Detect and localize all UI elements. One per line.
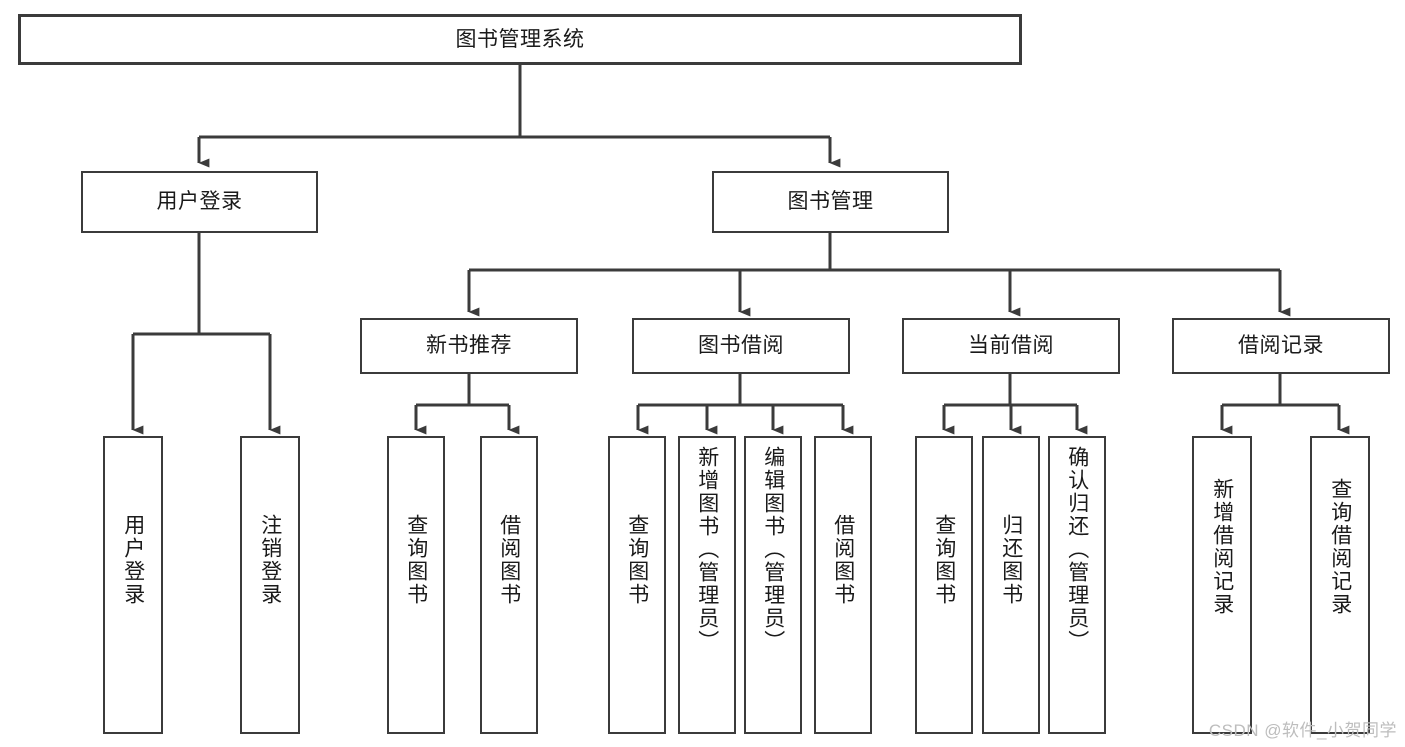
leaf-current-borrow-return-book[interactable]: 归还图书 <box>982 436 1040 734</box>
node-book-borrow[interactable]: 图书借阅 <box>632 318 850 374</box>
node-label: 确认归还（管理员） <box>1065 446 1089 653</box>
node-label: 当前借阅 <box>968 334 1054 358</box>
node-label: 查询图书 <box>932 514 956 606</box>
node-label: 用户登录 <box>156 190 243 214</box>
node-new-book-recommend[interactable]: 新书推荐 <box>360 318 578 374</box>
node-label: 图书借阅 <box>698 334 784 358</box>
leaf-current-borrow-query-book[interactable]: 查询图书 <box>915 436 973 734</box>
node-label: 查询图书 <box>625 514 649 606</box>
node-label: 借阅记录 <box>1238 334 1324 358</box>
node-label: 图书管理系统 <box>455 27 585 51</box>
leaf-book-borrow-query-book[interactable]: 查询图书 <box>608 436 666 734</box>
leaf-borrow-record-query-record[interactable]: 查询借阅记录 <box>1310 436 1370 734</box>
node-label: 借阅图书 <box>497 514 521 606</box>
leaf-book-borrow-borrow-book[interactable]: 借阅图书 <box>814 436 872 734</box>
leaf-book-borrow-add-book-admin[interactable]: 新增图书（管理员） <box>678 436 736 734</box>
node-label: 新书推荐 <box>426 334 512 358</box>
node-label: 新增图书（管理员） <box>695 446 719 653</box>
node-label: 查询图书 <box>404 514 428 606</box>
leaf-book-borrow-edit-book-admin[interactable]: 编辑图书（管理员） <box>744 436 802 734</box>
leaf-new-book-borrow-book[interactable]: 借阅图书 <box>480 436 538 734</box>
node-user-login[interactable]: 用户登录 <box>81 171 318 233</box>
node-borrow-record[interactable]: 借阅记录 <box>1172 318 1390 374</box>
node-label: 用户登录 <box>121 514 145 606</box>
csdn-watermark: CSDN @软件_小贺同学 <box>1208 721 1397 740</box>
node-label: 图书管理 <box>787 190 874 214</box>
node-label: 新增借阅记录 <box>1210 478 1234 616</box>
leaf-new-book-query-book[interactable]: 查询图书 <box>387 436 445 734</box>
leaf-user-login-login[interactable]: 用户登录 <box>103 436 163 734</box>
leaf-user-login-logout[interactable]: 注销登录 <box>240 436 300 734</box>
leaf-current-borrow-confirm-return-admin[interactable]: 确认归还（管理员） <box>1048 436 1106 734</box>
leaf-borrow-record-add-record[interactable]: 新增借阅记录 <box>1192 436 1252 734</box>
node-label: 编辑图书（管理员） <box>761 446 785 653</box>
node-root-book-management-system[interactable]: 图书管理系统 <box>18 14 1022 65</box>
node-label: 归还图书 <box>999 514 1023 606</box>
node-current-borrow[interactable]: 当前借阅 <box>902 318 1120 374</box>
node-label: 借阅图书 <box>831 514 855 606</box>
node-label: 查询借阅记录 <box>1328 478 1352 616</box>
node-book-management[interactable]: 图书管理 <box>712 171 949 233</box>
node-label: 注销登录 <box>258 514 282 606</box>
